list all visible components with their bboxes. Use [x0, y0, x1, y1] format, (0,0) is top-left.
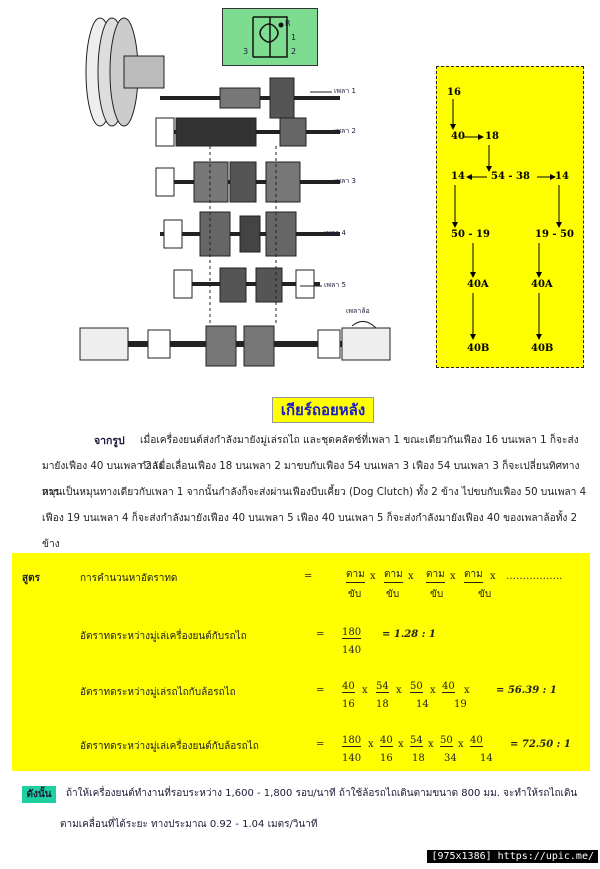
multiply-sign: x [408, 571, 414, 582]
row3-denominator: 19 [454, 699, 467, 710]
lever-reverse-label: R [285, 19, 291, 28]
ratio-numerator: ตาม [384, 567, 403, 583]
conclusion-line-1: ถ้าให้เครื่องยนต์ทำงานที่รอบระหว่าง 1,60… [66, 788, 578, 799]
row3-denominator: 14 [416, 699, 429, 710]
flow-node-18: 18 [485, 131, 499, 142]
flow-node-40a-left: 40A [467, 279, 489, 290]
row4-result: = 72.50 : 1 [510, 739, 571, 750]
formula-row4-label: อัตราทดระหว่างมู่เล่เครื่องยนต์กับล้อรถไ… [80, 741, 259, 752]
row4-denominator: 14 [480, 753, 493, 764]
flow-node-16: 16 [447, 87, 461, 98]
shaft-4-label: เพลา 4 [324, 229, 346, 237]
lever-gear-2-label: 2 [291, 47, 297, 56]
ratio-denominator: ขับ [478, 589, 492, 600]
shaft-5-label: เพลา 5 [324, 281, 346, 289]
row3-numerator: 40 [442, 681, 455, 693]
formula-tag: สูตร [22, 573, 40, 584]
formula-row3-label: อัตราทดระหว่างมู่เล่รถไถกับล้อรถไถ [80, 687, 236, 698]
gear-flow-diagram: 16 40 18 14 54 - 38 14 50 - 19 19 - 50 4… [436, 66, 584, 368]
flow-arrows [450, 99, 562, 340]
multiply-sign: x [464, 685, 470, 696]
formula-row1-eq: = [304, 571, 313, 582]
formula-box: สูตร การคำนวนหาอัตราทด = ตาม ขับ x ตาม ข… [12, 553, 590, 771]
ratio-numerator: ตาม [426, 567, 445, 583]
shaft-3-label: เพลา 3 [334, 177, 356, 185]
formula-row2-label: อัตราทดระหว่างมู่เล่เครื่องยนต์กับรถไถ [80, 631, 247, 642]
paragraph-line-2: มายังเฟือง 40 บนเพลา 2 เมื่อเลื่อนเฟือง … [42, 461, 580, 498]
flow-node-19-50: 19 - 50 [535, 229, 574, 240]
row2-denominator: 140 [342, 645, 362, 656]
row3-denominator: 16 [342, 699, 355, 710]
flow-node-14-left: 14 [451, 171, 465, 182]
gearbox-diagram: เพลา 1 เพลา 2 เพลา 3 เพลา 4 เพลา 5 เพลาล… [60, 6, 405, 378]
lever-gear-3-label: 3 [243, 47, 249, 56]
row4-denominator: 34 [444, 753, 457, 764]
formula-row2-eq: = [316, 629, 325, 640]
ratio-numerator: ตาม [346, 567, 365, 583]
conclusion-tag: ดังนั้น [22, 786, 56, 803]
watermark: [975x1386] https://upic.me/ [427, 850, 598, 863]
row4-numerator: 50 [440, 735, 453, 747]
ratio-denominator: ขับ [348, 589, 362, 600]
row3-denominator: 18 [376, 699, 389, 710]
multiply-sign: x [428, 739, 434, 750]
row2-numerator: 180 [342, 627, 362, 639]
row4-denominator: 140 [342, 753, 362, 764]
multiply-sign: x [458, 739, 464, 750]
flow-node-50-19: 50 - 19 [451, 229, 490, 240]
shaft-1-label: เพลา 1 [334, 87, 356, 95]
flow-node-40a-right: 40A [531, 279, 553, 290]
row4-numerator: 40 [380, 735, 393, 747]
paragraph-line-4: เฟือง 19 บนเพลา 4 ก็จะส่งกำลังมายังเฟือง… [42, 513, 578, 550]
flow-node-54-38: 54 - 38 [491, 171, 530, 182]
multiply-sign: x [368, 739, 374, 750]
multiply-sign: x [396, 685, 402, 696]
row3-numerator: 50 [410, 681, 423, 693]
lever-gear-1-label: 1 [291, 33, 297, 42]
row4-denominator: 16 [380, 753, 393, 764]
conclusion-line-2: ตามเคลื่อนที่ได้ระยะ ทางประมาณ 0.92 - 1.… [60, 819, 318, 830]
row2-result: = 1.28 : 1 [382, 629, 436, 640]
shift-pattern-icon [252, 16, 288, 58]
formula-row1-label: การคำนวนหาอัตราทด [80, 573, 178, 584]
pulley-icon [85, 17, 165, 127]
paragraph-line-1: เมื่อเครื่องยนต์ส่งกำลังมายังมู่เล่รถไถ … [140, 435, 579, 472]
ratio-continuation: …………….. [506, 571, 563, 582]
section-title: เกียร์ถอยหลัง [272, 397, 374, 423]
ratio-numerator: ตาม [464, 567, 483, 583]
row3-numerator: 54 [376, 681, 389, 693]
flow-node-40b-right: 40B [531, 343, 554, 354]
shift-pattern-diagram: R 1 2 3 [222, 8, 318, 66]
ratio-denominator: ขับ [430, 589, 444, 600]
multiply-sign: x [490, 571, 496, 582]
multiply-sign: x [362, 685, 368, 696]
formula-row4-eq: = [316, 739, 325, 750]
multiply-sign: x [370, 571, 376, 582]
row4-numerator: 54 [410, 735, 423, 747]
multiply-sign: x [430, 685, 436, 696]
row4-numerator: 40 [470, 735, 483, 747]
shaft-2-label: เพลา 2 [334, 127, 356, 135]
row3-result: = 56.39 : 1 [496, 685, 557, 696]
flow-node-40: 40 [451, 131, 465, 142]
gearbox-drawing [79, 17, 391, 367]
formula-row3-eq: = [316, 685, 325, 696]
ratio-denominator: ขับ [386, 589, 400, 600]
wheel-shaft-label: เพลาล้อ [346, 307, 370, 315]
paragraph-line-3: หมุนเป็นหมุนทางเดียวกับเพลา 1 จากนั้นกำล… [42, 487, 587, 498]
multiply-sign: x [398, 739, 404, 750]
multiply-sign: x [450, 571, 456, 582]
flow-node-14-right: 14 [555, 171, 569, 182]
row4-numerator: 180 [342, 735, 362, 747]
row3-numerator: 40 [342, 681, 355, 693]
flow-node-40b-left: 40B [467, 343, 490, 354]
paragraph-lead: จากรูป [94, 435, 125, 447]
row4-denominator: 18 [412, 753, 425, 764]
